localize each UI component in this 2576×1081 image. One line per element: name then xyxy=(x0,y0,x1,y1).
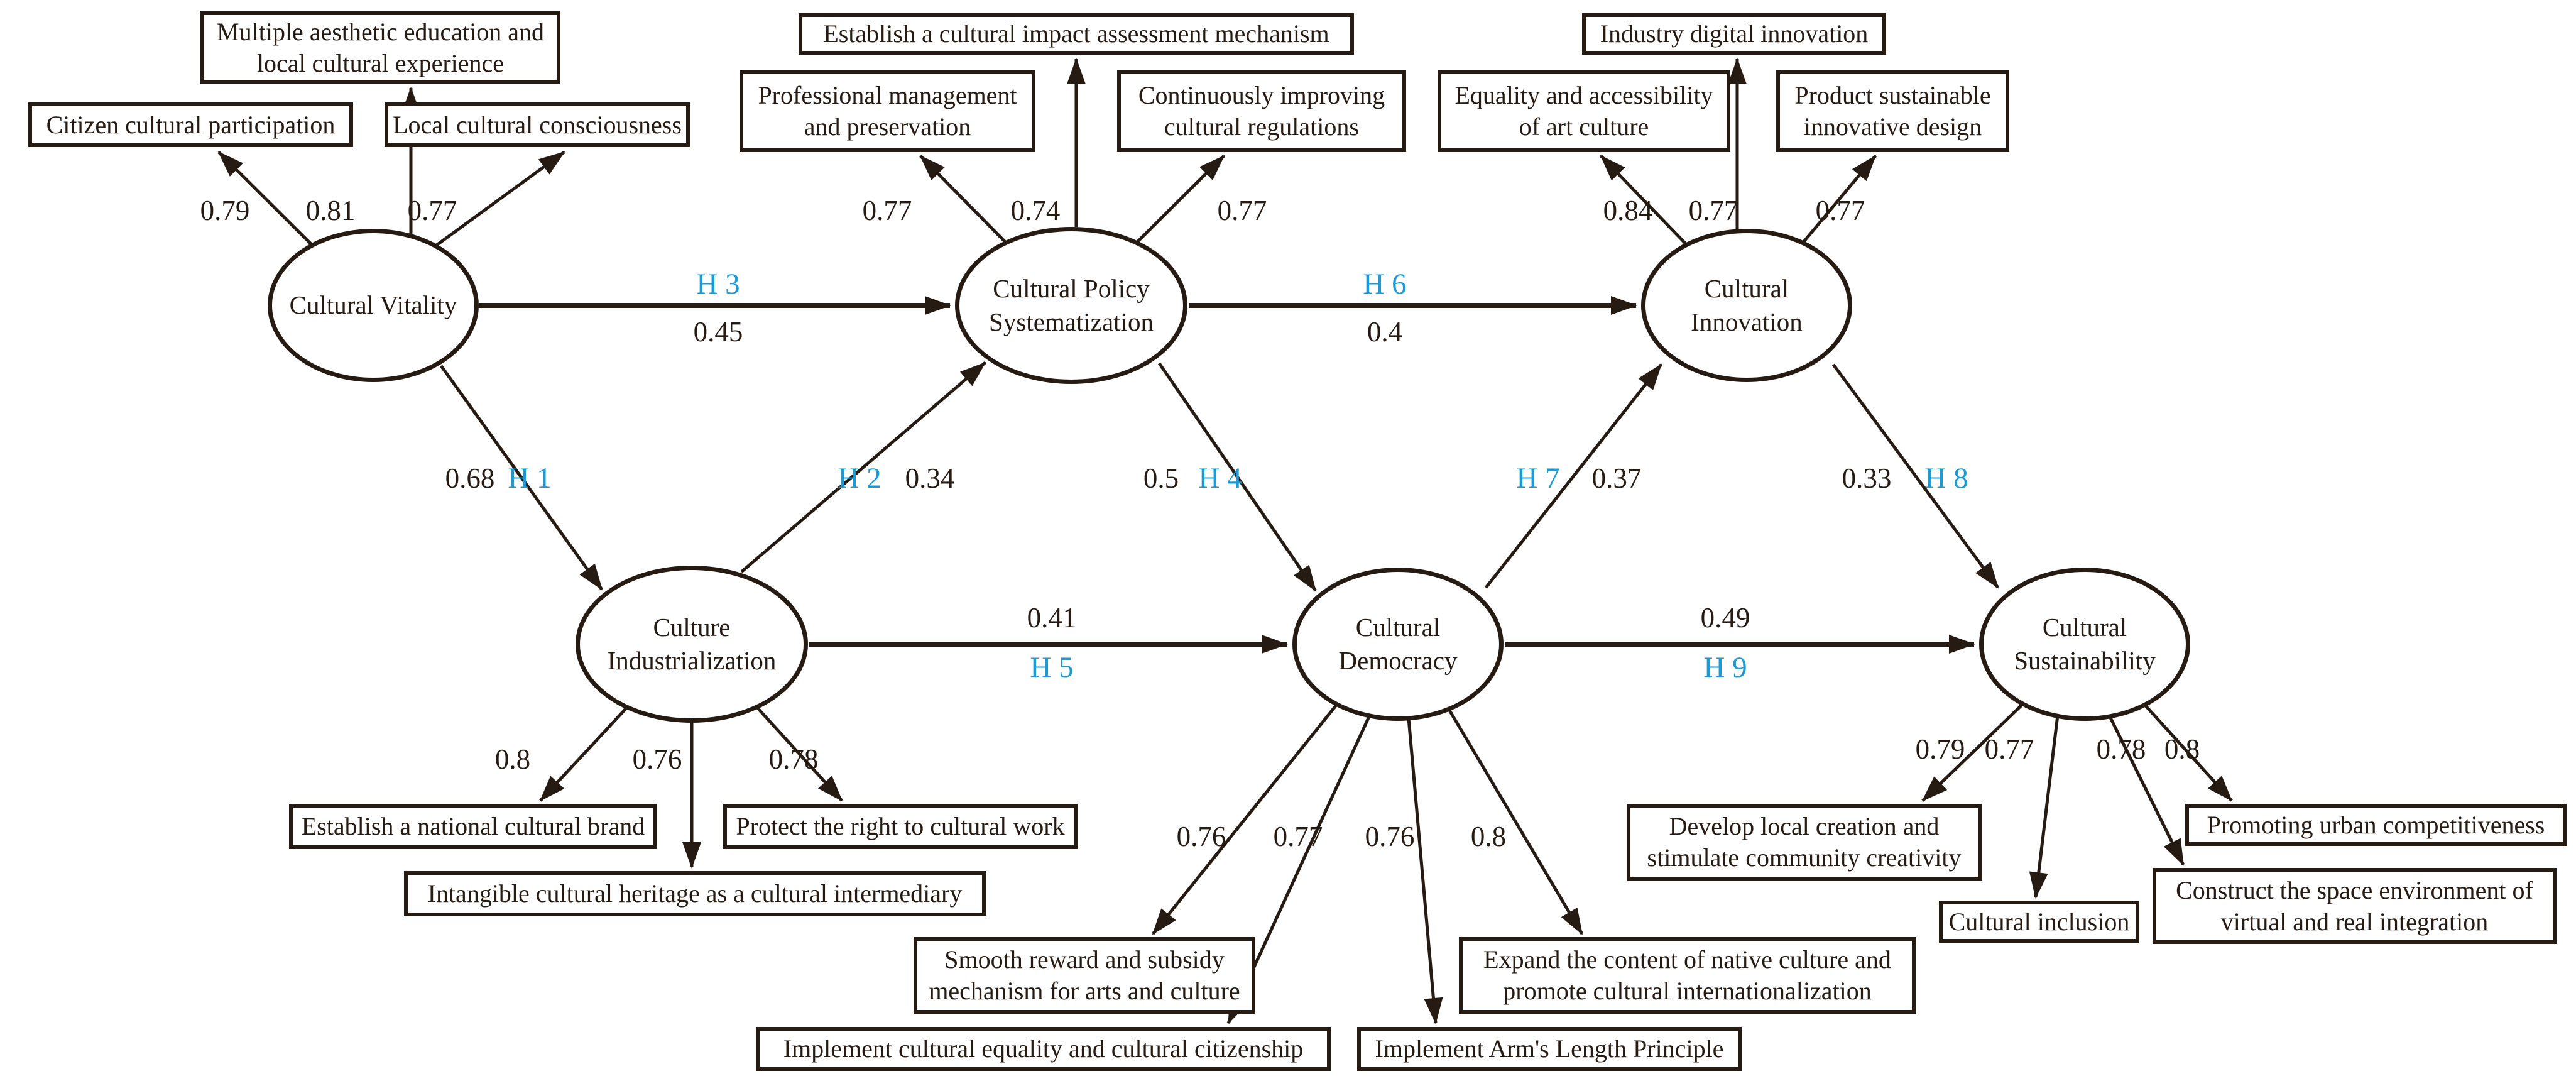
path-coefficient-h8: 0.33 xyxy=(1842,463,1892,494)
indicator-smooth-reward-subsidy: Smooth reward and subsidy mechanism for … xyxy=(914,937,1255,1014)
indicator-local-cultural-consciousness: Local cultural consciousness xyxy=(385,102,690,147)
indicator-cultural-inclusion: Cultural inclusion xyxy=(1939,901,2139,943)
arrow-h2 xyxy=(740,361,986,573)
indicator-cultural-impact-assessment: Establish a cultural impact assessment m… xyxy=(799,13,1354,55)
loading-promoting-urban: 0.8 xyxy=(2164,733,2200,765)
arrow-innovation-equality-access xyxy=(1600,155,1690,248)
indicator-citizen-cultural-participation: Citizen cultural participation xyxy=(28,102,353,147)
hypothesis-label-h5: H 5 xyxy=(1030,651,1074,684)
path-coefficient-h9: 0.49 xyxy=(1700,602,1750,634)
loading-construct-space: 0.78 xyxy=(2096,733,2146,765)
path-coefficient-h4: 0.5 xyxy=(1143,463,1179,494)
arrow-h7 xyxy=(1485,363,1662,589)
arrow-vitality-local-consciousness xyxy=(431,150,565,250)
loading-local-consciousness: 0.77 xyxy=(407,195,457,226)
path-coefficient-h2: 0.34 xyxy=(905,463,955,494)
loading-cultural-inclusion: 0.77 xyxy=(1984,733,2034,765)
loading-intangible-heritage: 0.76 xyxy=(632,744,682,775)
arrow-sustainability-inclusion xyxy=(2029,715,2060,899)
indicator-product-sustainable-design: Product sustainable innovative design xyxy=(1776,70,2009,152)
loading-professional-management: 0.77 xyxy=(862,195,912,226)
loading-smooth-reward: 0.76 xyxy=(1176,821,1226,852)
indicator-promoting-urban-competitiveness: Promoting urban competitiveness xyxy=(2185,804,2567,846)
path-coefficient-h5: 0.41 xyxy=(1027,602,1077,634)
arrow-h8 xyxy=(1831,363,2000,589)
indicator-construct-space-environment: Construct the space environment of virtu… xyxy=(2153,868,2557,944)
indicator-expand-native-culture: Expand the content of native culture and… xyxy=(1459,937,1916,1014)
hypothesis-label-h4: H 4 xyxy=(1198,462,1242,495)
hypothesis-label-h2: H 2 xyxy=(838,462,881,495)
hypothesis-label-h8: H 8 xyxy=(1924,462,1968,495)
loading-expand-content: 0.8 xyxy=(1470,821,1507,852)
arrow-sustainability-develop-local xyxy=(1921,700,2028,802)
arrow-sustainability-urban xyxy=(2138,698,2233,802)
latent-cultural-policy-systematization: Cultural Policy Systematization xyxy=(955,227,1187,384)
latent-cultural-democracy: Cultural Democracy xyxy=(1292,568,1504,721)
loading-national-brand: 0.8 xyxy=(494,744,531,775)
loading-equality-access: 0.84 xyxy=(1603,195,1653,226)
latent-cultural-innovation: Cultural Innovation xyxy=(1641,229,1852,382)
indicator-develop-local-creation: Develop local creation and stimulate com… xyxy=(1627,804,1982,881)
arrow-democracy-expand-content xyxy=(1442,700,1584,935)
indicator-multiple-aesthetic-education: Multiple aesthetic education and local c… xyxy=(200,11,560,84)
arrow-industrialization-brand xyxy=(539,701,633,802)
loading-impact-assessment: 0.74 xyxy=(1010,195,1061,226)
arrow-h4 xyxy=(1157,362,1318,592)
indicator-improving-cultural-regulations: Continuously improving cultural regulati… xyxy=(1117,70,1406,152)
loading-develop-local: 0.79 xyxy=(1915,733,1965,765)
loading-protect-right: 0.78 xyxy=(768,744,819,775)
arrow-policy-regulations xyxy=(1133,155,1225,246)
latent-culture-industrialization: Culture Industrialization xyxy=(576,566,808,723)
hypothesis-label-h1: H 1 xyxy=(508,462,552,495)
arrow-h1 xyxy=(439,365,604,591)
loading-citizen-participation: 0.79 xyxy=(200,195,250,226)
arrow-innovation-product-design xyxy=(1801,155,1877,245)
loading-cultural-regulations: 0.77 xyxy=(1217,195,1267,226)
loading-product-design: 0.77 xyxy=(1815,195,1865,226)
loading-multiple-aesthetic: 0.81 xyxy=(305,195,356,226)
indicator-industry-digital-innovation: Industry digital innovation xyxy=(1582,13,1886,55)
latent-cultural-sustainability: Cultural Sustainability xyxy=(1979,568,2190,721)
arrow-democracy-smooth-reward xyxy=(1152,701,1340,935)
arrow-policy-professional xyxy=(919,155,1010,246)
indicator-equality-accessibility-art: Equality and accessibility of art cultur… xyxy=(1438,70,1730,152)
arrow-democracy-arms-length xyxy=(1407,718,1443,1024)
arrow-industrialization-protect-right xyxy=(751,701,843,802)
hypothesis-label-h3: H 3 xyxy=(696,268,740,300)
indicator-national-cultural-brand: Establish a national cultural brand xyxy=(289,804,657,849)
hypothesis-label-h7: H 7 xyxy=(1516,462,1560,495)
arrow-vitality-citizen xyxy=(217,151,319,251)
path-coefficient-h3: 0.45 xyxy=(693,316,743,348)
indicator-professional-management: Professional management and preservation xyxy=(740,70,1035,152)
path-coefficient-h1: 0.68 xyxy=(445,463,495,494)
path-coefficient-h6: 0.4 xyxy=(1367,316,1403,348)
indicator-protect-right-cultural-work: Protect the right to cultural work xyxy=(723,804,1078,849)
path-coefficient-h7: 0.37 xyxy=(1591,463,1642,494)
indicator-cultural-equality-citizenship: Implement cultural equality and cultural… xyxy=(756,1027,1331,1071)
arrow-sustainability-construct-space xyxy=(2108,715,2185,866)
loading-arms-length: 0.76 xyxy=(1365,821,1415,852)
indicator-intangible-cultural-heritage: Intangible cultural heritage as a cultur… xyxy=(404,871,986,916)
hypothesis-label-h6: H 6 xyxy=(1363,268,1407,300)
loading-cultural-equality: 0.77 xyxy=(1273,821,1323,852)
latent-cultural-vitality: Cultural Vitality xyxy=(268,229,479,382)
hypothesis-label-h9: H 9 xyxy=(1703,651,1747,684)
loading-industry-digital: 0.77 xyxy=(1688,195,1738,226)
indicator-arms-length-principle: Implement Arm's Length Principle xyxy=(1357,1027,1742,1071)
